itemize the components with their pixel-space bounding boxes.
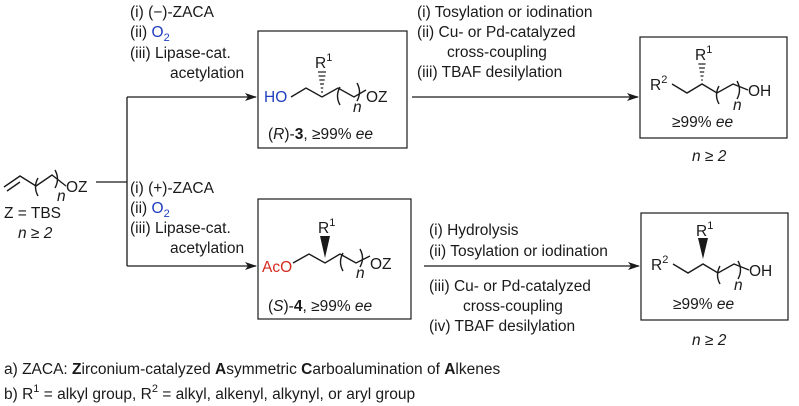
bottom-step-3: (iii) Lipase-cat. bbox=[130, 220, 231, 237]
bold-wedge bbox=[320, 236, 330, 258]
top2-step-3: (iii) TBAF desilylation bbox=[417, 64, 562, 81]
start-oz-group: OZ bbox=[66, 179, 88, 196]
top-final-subscript-n: n bbox=[733, 97, 742, 114]
top2-step-2b: cross-coupling bbox=[447, 44, 547, 61]
top-final-structure: R2 R1 n OH bbox=[650, 44, 771, 114]
bottom-conditions-2: (i) Hydrolysis (ii) Tosylation or iodina… bbox=[429, 222, 608, 335]
svg-text:R1: R1 bbox=[696, 220, 713, 240]
top-conditions: (i) (−)-ZACA (ii) O2 (iii) Lipase-cat. a… bbox=[130, 4, 244, 82]
bottom2-step-4: (iv) TBAF desilylation bbox=[429, 318, 575, 335]
bottom-step-2: (ii) O2 bbox=[130, 200, 170, 220]
top2-step-2: (ii) Cu- or Pd-catalyzed bbox=[417, 24, 576, 41]
hash-wedge bbox=[698, 63, 706, 81]
bottom-final-box bbox=[640, 212, 789, 321]
svg-text:R1: R1 bbox=[695, 44, 712, 64]
product-4-r1: R1 bbox=[318, 217, 335, 237]
product-4-label: (S)-4, ≥99% ee bbox=[268, 298, 373, 315]
bottom2-step-3: (iii) Cu- or Pd-catalyzed bbox=[429, 278, 591, 295]
footnote-a: a) ZACA: Zirconium-catalyzed Asymmetric … bbox=[4, 361, 500, 378]
bottom2-step-1: (i) Hydrolysis bbox=[429, 222, 519, 239]
hash-wedge bbox=[318, 71, 326, 93]
bottom-final-structure: R2 R1 n OH bbox=[651, 220, 772, 294]
bold-wedge bbox=[698, 238, 708, 259]
product-3-label: (R)-3, ≥99% ee bbox=[268, 126, 373, 143]
bottom-final-subscript-n: n bbox=[734, 277, 743, 294]
start-n-condition: n ≥ 2 bbox=[18, 225, 53, 242]
bottom-final-oh: OH bbox=[749, 263, 772, 280]
product-3-box bbox=[257, 30, 408, 149]
top-final-ee: ≥99% ee bbox=[672, 114, 733, 131]
product-3-r1: R1 bbox=[315, 52, 332, 72]
product-4-oz: OZ bbox=[370, 256, 392, 273]
top-step-3b: acetylation bbox=[170, 65, 244, 82]
top-final-oh: OH bbox=[748, 83, 771, 100]
start-subscript-n: n bbox=[57, 188, 66, 205]
top-final-box bbox=[639, 36, 788, 139]
bottom-conditions: (i) (+)-ZACA (ii) O2 (iii) Lipase-cat. a… bbox=[130, 180, 244, 257]
bottom2-step-2: (ii) Tosylation or iodination bbox=[429, 243, 608, 260]
product-3-oz: OZ bbox=[366, 89, 388, 106]
top-step-3: (iii) Lipase-cat. bbox=[130, 45, 231, 62]
product-4-aco: AcO bbox=[262, 259, 292, 276]
product-4-subscript-n: n bbox=[356, 265, 365, 282]
footnote-b: b) R1 = alkyl group, R2 = alkyl, alkenyl… bbox=[4, 383, 415, 403]
bottom-step-1: (i) (+)-ZACA bbox=[130, 180, 215, 197]
bottom2-step-3b: cross-coupling bbox=[463, 298, 563, 315]
bottom-final-ee: ≥99% ee bbox=[673, 296, 734, 313]
top2-step-1: (i) Tosylation or iodination bbox=[417, 4, 592, 21]
product-4-box bbox=[257, 198, 412, 320]
top-step-2: (ii) O2 bbox=[130, 24, 170, 44]
product-4-structure: AcO R1 n OZ bbox=[262, 217, 392, 282]
product-3-structure: HO R1 n OZ bbox=[264, 52, 388, 116]
product-3-subscript-n: n bbox=[353, 99, 362, 116]
top-final-n-condition: n ≥ 2 bbox=[692, 148, 727, 165]
svg-text:R2: R2 bbox=[650, 74, 667, 94]
starting-alkene: OZ n bbox=[3, 169, 88, 205]
bottom-step-3b: acetylation bbox=[170, 240, 244, 257]
bottom-final-n-condition: n ≥ 2 bbox=[692, 332, 727, 349]
z-definition: Z = TBS bbox=[4, 205, 61, 222]
top-conditions-2: (i) Tosylation or iodination (ii) Cu- or… bbox=[417, 4, 592, 81]
top-step-1: (i) (−)-ZACA bbox=[130, 4, 215, 21]
svg-text:R2: R2 bbox=[651, 254, 668, 274]
product-3-ho: HO bbox=[264, 89, 287, 106]
